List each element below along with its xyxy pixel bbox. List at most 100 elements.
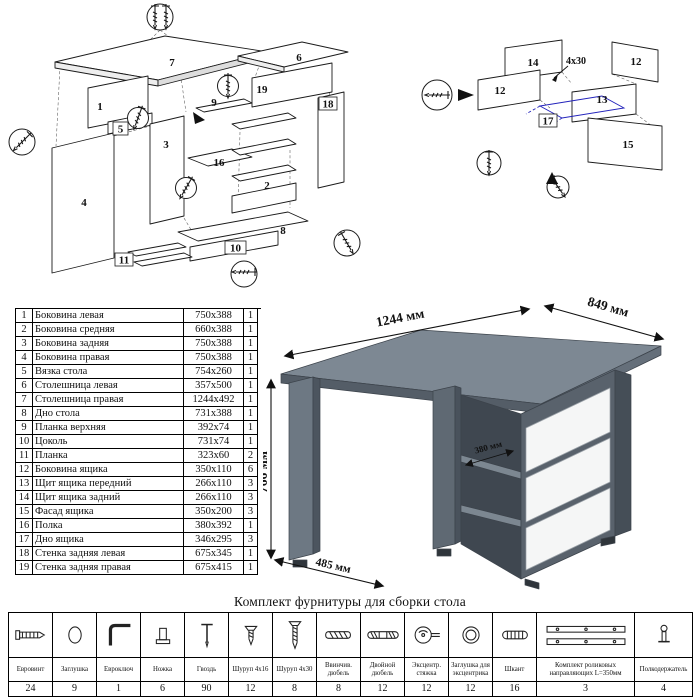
shelf-compartment [460, 394, 522, 580]
part-size: 392x74 [184, 421, 244, 435]
parts-table-row: 17 Дно ящика 346x295 3 [16, 533, 261, 547]
hw-item-name: Ввинчив. дюбель [317, 658, 360, 682]
hw-item-screwin-dowel: Ввинчив. дюбель 8 [317, 613, 361, 697]
part-number: 10 [16, 435, 33, 449]
part-number: 4 [16, 351, 33, 365]
hw-item-name: Двойной дюбель [361, 658, 404, 682]
part-12-drawer-side-right [611, 41, 659, 83]
hw-item-name: Евроключ [97, 658, 140, 682]
part-name: Вязка стола [33, 365, 184, 379]
part-qty: 1 [244, 323, 258, 337]
drawer-front-middle [525, 437, 611, 523]
part-number: 13 [16, 477, 33, 491]
part-label-8: 8 [280, 225, 286, 237]
hw-item-double-dowel: Двойной дюбель 12 [361, 613, 405, 697]
hw-item-nail: Гвоздь 90 [185, 613, 229, 697]
part-size: 750x388 [184, 309, 244, 323]
nail-icon [185, 613, 228, 658]
part-label-2: 2 [264, 180, 270, 192]
part-size: 675x345 [184, 547, 244, 561]
hw-item-qty: 8 [336, 683, 341, 694]
part-qty: 1 [244, 393, 258, 407]
part-name: Дно ящика [33, 533, 184, 547]
hw-item-name: Заглушка [53, 658, 96, 682]
part-label-19: 19 [257, 84, 269, 96]
parts-table-row: 2 Боковина средняя 660x388 1 [16, 323, 261, 337]
label-boxes [112, 96, 338, 267]
desk-left-panel [288, 376, 314, 561]
part-label-14: 14 [528, 57, 540, 69]
hexkey-icon [97, 613, 140, 658]
parts-table: 1 Боковина левая 750x388 1 2 Боковина ср… [15, 308, 261, 575]
part-size: 731x388 [184, 407, 244, 421]
part-name: Боковина средняя [33, 323, 184, 337]
hw-item-hexkey: Евроключ 1 [97, 613, 141, 697]
hw-item-name: Шкант [493, 658, 536, 682]
part-qty: 1 [244, 407, 258, 421]
part-number: 6 [16, 379, 33, 393]
part-name: Боковина левая [33, 309, 184, 323]
part-label-11: 11 [119, 255, 129, 267]
parts-table-row: 14 Щит ящика задний 266x110 3 [16, 491, 261, 505]
part-number: 18 [16, 547, 33, 561]
screw-in-dowel-icon [317, 613, 360, 658]
part-label-17: 17 [543, 116, 555, 128]
part-number: 16 [16, 519, 33, 533]
hw-item-qty: 12 [245, 683, 256, 694]
part-qty: 1 [244, 547, 258, 561]
part-label-5: 5 [118, 124, 124, 136]
part-name: Боковина задняя [33, 337, 184, 351]
dim-height-label: 766 мм [263, 451, 270, 493]
part-number: 1 [16, 309, 33, 323]
hw-item-screw-4x30: Шуруп 4x30 8 [273, 613, 317, 697]
part-name: Столешница левая [33, 379, 184, 393]
parts-table-row: 8 Дно стола 731x388 1 [16, 407, 261, 421]
hardware-title: Комплект фурнитуры для сборки стола [234, 594, 466, 609]
part-label-10: 10 [230, 243, 242, 255]
part-size: 750x388 [184, 337, 244, 351]
hw-item-qty: 12 [377, 683, 388, 694]
part-label-13: 13 [597, 94, 609, 106]
part-qty: 1 [244, 365, 258, 379]
part-name: Планка верхняя [33, 421, 184, 435]
part-name: Щит ящика передний [33, 477, 184, 491]
part-label-12a: 12 [495, 85, 507, 97]
cam-cap-icon [449, 613, 492, 658]
hw-item-qty: 12 [465, 683, 476, 694]
hw-item-qty: 4 [661, 683, 666, 694]
hw-item-qty: 9 [72, 683, 77, 694]
hw-item-name: Евровинт [9, 658, 52, 682]
part-4-side-panel [51, 132, 115, 274]
double-dowel-icon [361, 613, 404, 658]
parts-table-row: 19 Стенка задняя правая 675x415 1 [16, 561, 261, 575]
part-name: Цоколь [33, 435, 184, 449]
exploded-view-drawer-diagram: 14 12 12 13 17 15 4x30 [421, 39, 663, 200]
part-label-3: 3 [163, 139, 169, 151]
part-qty: 6 [244, 463, 258, 477]
part-13-drawer-front-panel [571, 83, 637, 123]
part-18-back-panel [317, 91, 345, 189]
hw-item-roller-guides: Комплект роликовых направляющих L=350мм … [537, 613, 635, 697]
cam-lock-icon [405, 613, 448, 658]
part-label-7: 7 [169, 57, 175, 69]
part-qty: 3 [244, 491, 258, 505]
hw-item-name: Эксцентр. стяжка [405, 658, 448, 682]
parts-table-row: 1 Боковина левая 750x388 1 [16, 309, 261, 323]
hw-item-qty: 24 [25, 683, 36, 694]
part-8-bottom [177, 211, 309, 242]
part-label-16: 16 [214, 157, 226, 169]
euroscrew-icon [9, 613, 52, 658]
parts-table-row: 7 Столешница правая 1244x492 1 [16, 393, 261, 407]
part-name: Столешница правая [33, 393, 184, 407]
part-number: 15 [16, 505, 33, 519]
parts-table-row: 18 Стенка задняя левая 675x345 1 [16, 547, 261, 561]
part-number: 2 [16, 323, 33, 337]
part-name: Дно стола [33, 407, 184, 421]
hw-item-name: Полкодержатель [635, 658, 692, 682]
part-name: Стенка задняя правая [33, 561, 184, 575]
hw-item-euroscrew: Евровинт 24 [9, 613, 53, 697]
hw-item-dowel-pin: Шкант 16 [493, 613, 537, 697]
parts-table-row: 9 Планка верхняя 392x74 1 [16, 421, 261, 435]
part-name: Стенка задняя левая [33, 547, 184, 561]
dim-front-depth-label: 485 мм [314, 556, 352, 576]
